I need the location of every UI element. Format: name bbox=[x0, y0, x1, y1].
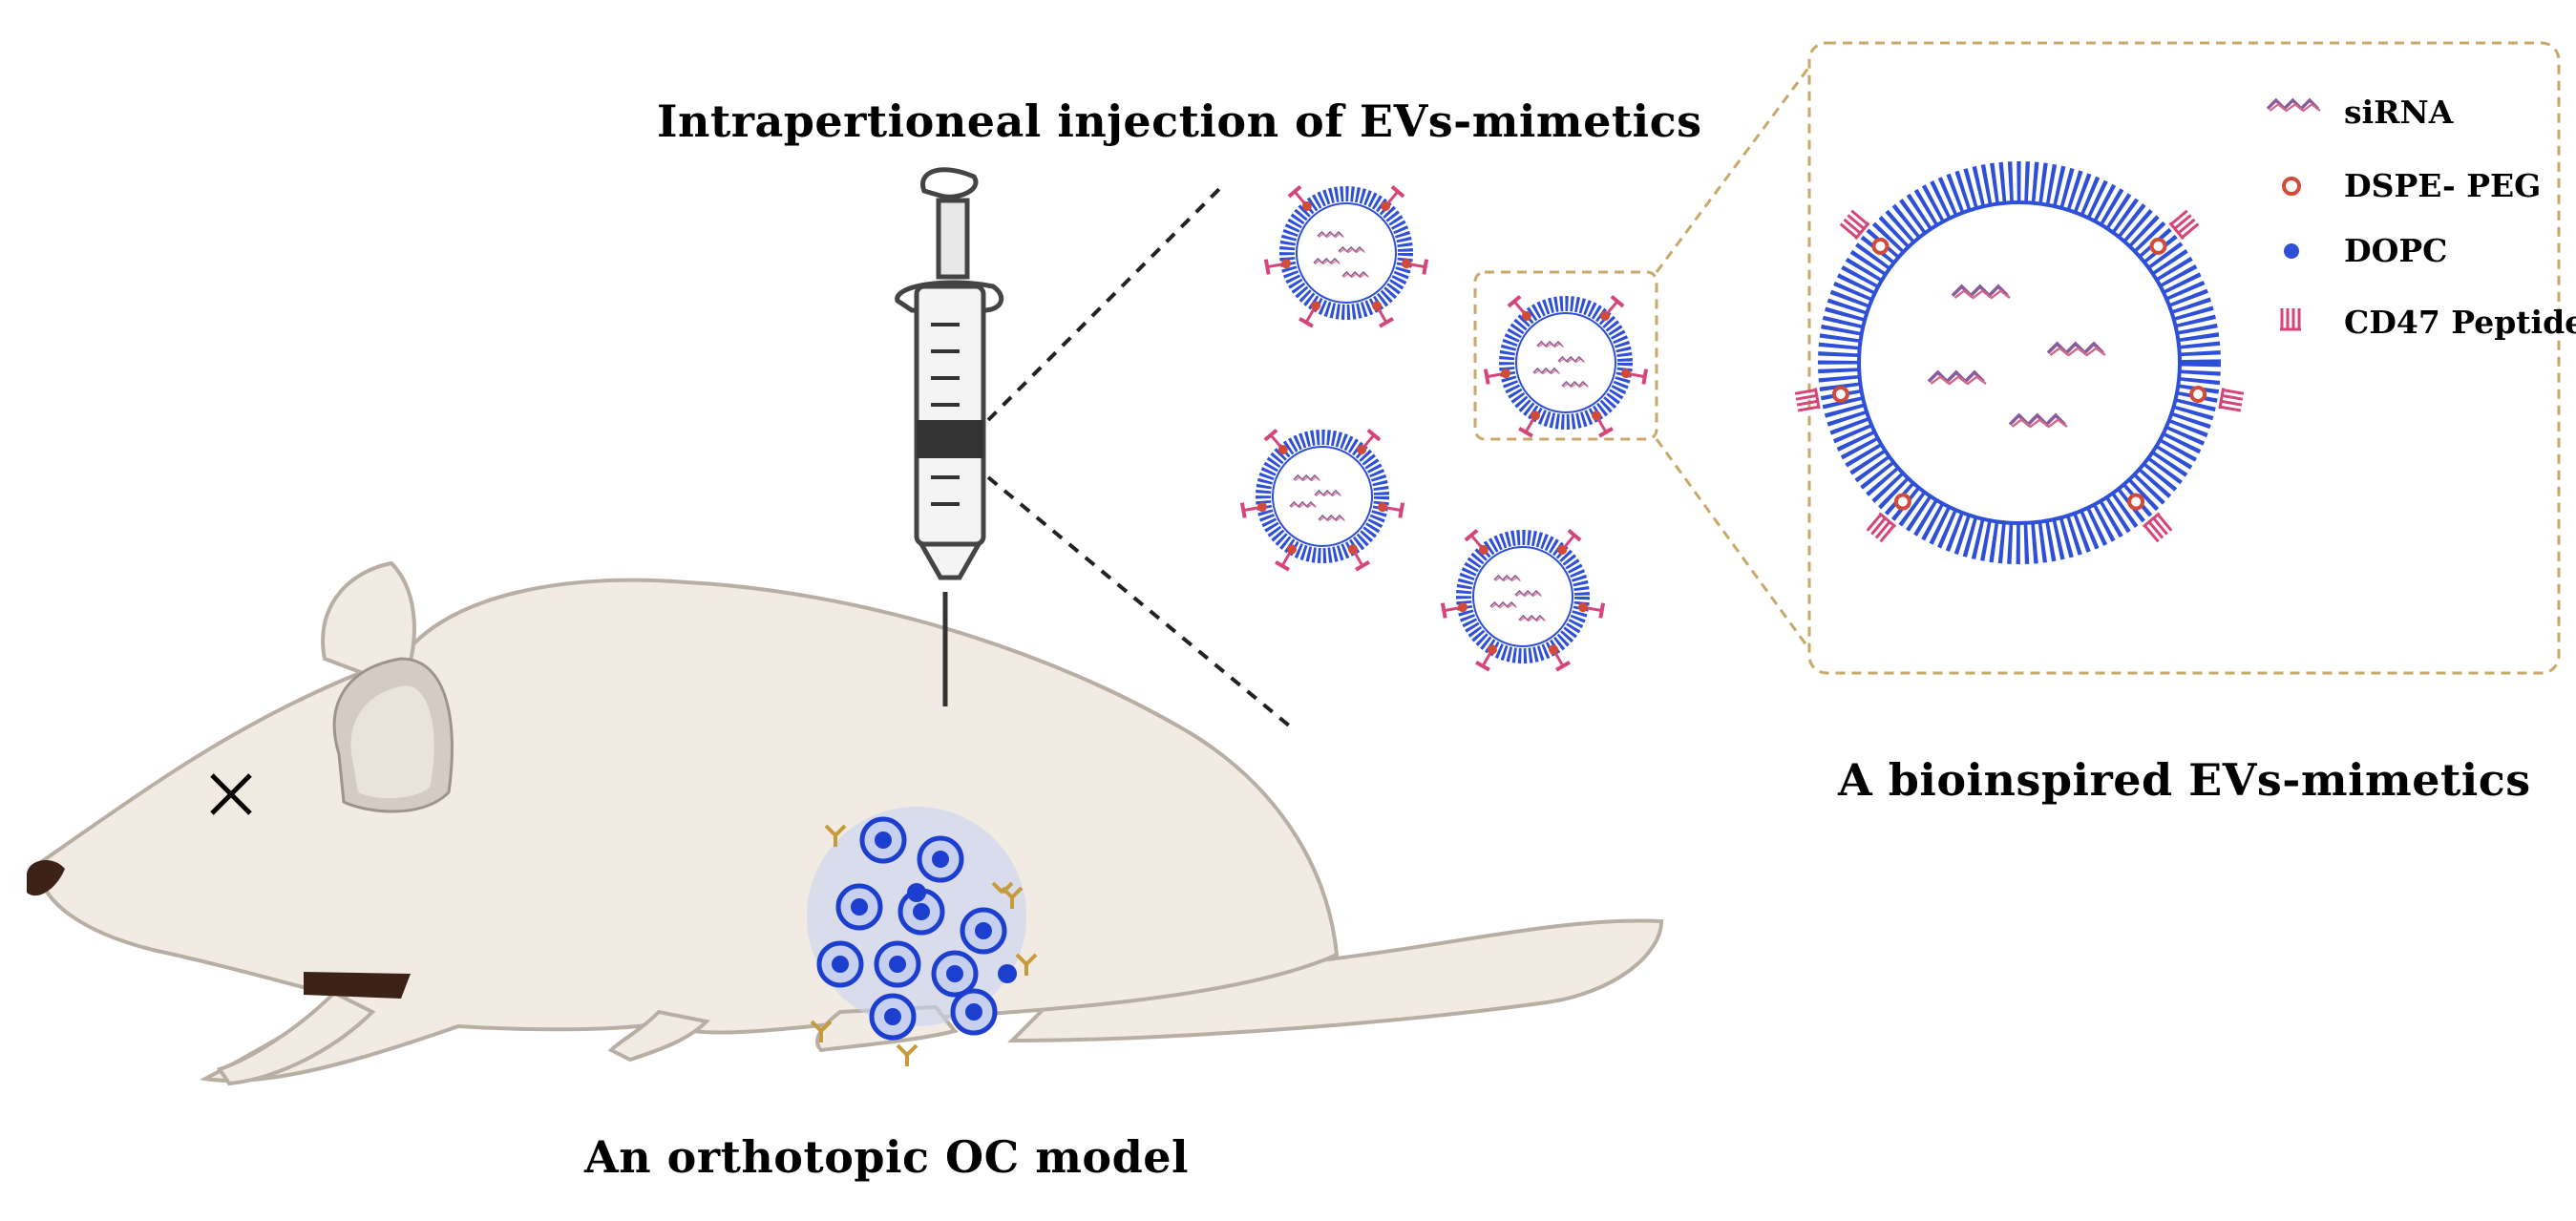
injection-label: Intrapertioneal injection of EVs-mimetic… bbox=[657, 95, 1702, 147]
ev-title-label: A bioinspired EVs-mimetics bbox=[1838, 754, 2531, 806]
ev-vesicle bbox=[1443, 531, 1603, 670]
callout-large-frame bbox=[1807, 41, 2561, 675]
dopc-icon bbox=[2284, 243, 2299, 259]
ev-vesicle bbox=[1242, 431, 1403, 570]
legend-label-cd47-peptide: CD47 Peptide bbox=[2344, 304, 2576, 341]
legend-label-sirna: siRNA bbox=[2344, 94, 2454, 131]
model-label: An orthotopic OC model bbox=[584, 1131, 1189, 1183]
cd47-peptide-icon bbox=[2278, 306, 2303, 331]
zoom-lines bbox=[986, 184, 1291, 727]
ev-vesicle bbox=[1486, 297, 1646, 436]
sirna-icon bbox=[2266, 98, 2322, 113]
mouse-illustration bbox=[27, 560, 1664, 1086]
syringe-illustration bbox=[895, 167, 1004, 706]
tumor-cluster bbox=[807, 807, 1038, 1066]
ev-vesicle-detail bbox=[1793, 161, 2246, 564]
callout-connector-lines bbox=[1655, 66, 1811, 650]
dspe-peg-icon bbox=[2282, 177, 2301, 196]
legend-label-dspe-peg: DSPE- PEG bbox=[2344, 167, 2542, 204]
ev-vesicle bbox=[1266, 187, 1426, 326]
legend-label-dopc: DOPC bbox=[2344, 232, 2448, 269]
callout-small-frame bbox=[1473, 270, 1658, 441]
